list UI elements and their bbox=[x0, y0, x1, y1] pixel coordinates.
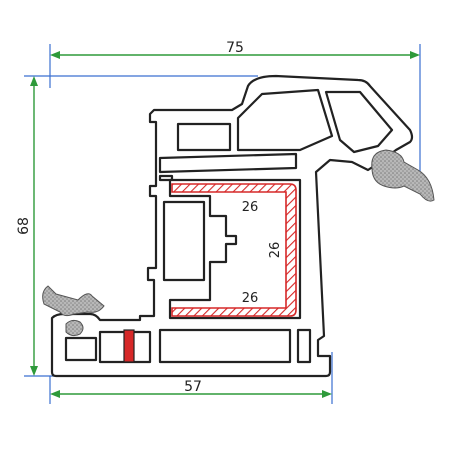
gasket-bottom-left-bead bbox=[65, 319, 84, 337]
profile-body bbox=[50, 74, 414, 378]
reinforcement-top-label: 26 bbox=[242, 200, 259, 215]
reinforcement-bottom-label: 26 bbox=[242, 291, 259, 306]
reinforcement-u-channel bbox=[171, 183, 297, 317]
arrow-left-bottom bbox=[50, 390, 60, 398]
chamber-upper-middle bbox=[236, 88, 334, 152]
gasket-top-right bbox=[371, 149, 435, 202]
chamber-left-vertical bbox=[162, 200, 206, 282]
arrow-right-top bbox=[410, 51, 420, 59]
chamber-bottom-left bbox=[64, 336, 98, 362]
chamber-upper-right bbox=[324, 90, 394, 154]
extension-lines bbox=[24, 44, 421, 404]
chamber-upper-left bbox=[176, 122, 232, 152]
arrow-right-bottom bbox=[322, 390, 332, 398]
reinforcement-side-label: 26 bbox=[268, 242, 283, 259]
arrow-down-left bbox=[30, 366, 38, 376]
dimension-lines bbox=[30, 51, 420, 398]
chamber-bottom-center bbox=[158, 328, 292, 364]
arrow-up-left bbox=[30, 76, 38, 86]
bottom-width-label: 57 bbox=[184, 379, 202, 395]
overall-width-label: 75 bbox=[226, 40, 244, 56]
chamber-bottom-right bbox=[296, 328, 312, 364]
gaskets bbox=[42, 149, 435, 337]
steel-reinforcement bbox=[171, 183, 297, 317]
arrow-left-top bbox=[50, 51, 60, 59]
thermal-insert bbox=[123, 329, 135, 363]
divider-band bbox=[158, 152, 298, 174]
gasket-bottom-left bbox=[42, 285, 105, 317]
overall-height-label: 68 bbox=[16, 217, 32, 235]
reinforcement-cavity bbox=[168, 178, 302, 320]
